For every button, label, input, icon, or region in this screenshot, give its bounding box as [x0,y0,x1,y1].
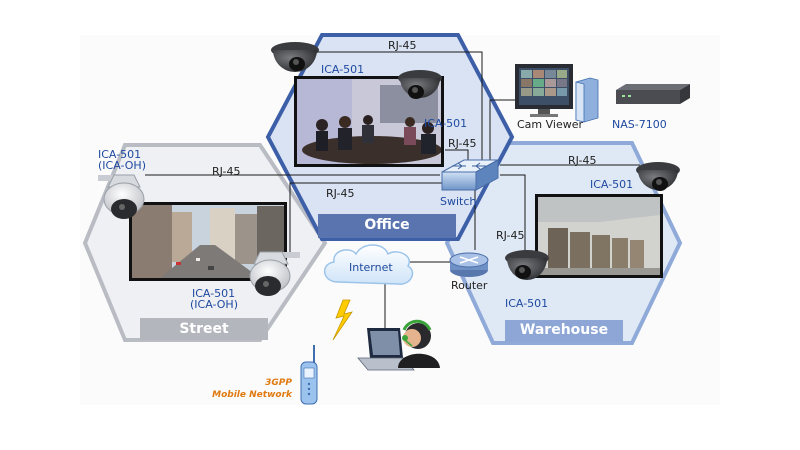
operator-icon [398,319,440,368]
camera-label-office-right: ICA-501 [424,117,468,130]
nas-device-icon [616,84,690,104]
camera-street-top [98,174,145,219]
router-label: Router [451,279,488,292]
camera-label-street-bottom-model: ICA-501 [192,287,236,300]
camera-warehouse-bottom [505,250,549,280]
cam-viewer-pc-icon [515,64,599,123]
link-label-street-mid: RJ-45 [326,187,355,200]
camera-label-office-top: ICA-501 [321,63,365,76]
internet-label: Internet [349,261,393,274]
cable-warehouse-bottom [500,174,526,258]
link-label-router: RJ-45 [496,229,525,242]
cable-office-cam-top [318,51,483,162]
link-label-top: RJ-45 [388,39,417,52]
camera-label-street-bottom-variant: (ICA-OH) [190,298,238,311]
wireless-link-icon [332,299,353,341]
router-device [449,252,489,277]
link-label-office-switch: RJ-45 [448,137,477,150]
mobile-network-label-line2: Mobile Network [212,390,292,400]
cable-office-cam-right [445,149,469,162]
cable-street-bottom [289,182,445,258]
mobile-phone-icon [300,345,318,405]
camera-label-warehouse-bottom: ICA-501 [505,297,549,310]
cam-viewer-label: Cam Viewer [517,118,584,131]
warehouse-zone-title: Warehouse [519,322,609,338]
camera-warehouse-top [636,162,680,191]
switch-label: Switch [440,195,477,208]
camera-label-warehouse-top: ICA-501 [590,178,634,191]
internet-cloud [324,244,414,285]
camera-office-top [271,42,319,72]
nas-label: NAS-7100 [612,118,667,131]
office-zone-title: Office [364,217,410,233]
link-label-street-top: RJ-45 [212,165,241,178]
camera-office-right [398,70,442,99]
camera-label-street-top-model: ICA-501 [98,148,142,161]
switch-device [441,159,499,191]
camera-street-bottom [249,251,300,296]
link-label-warehouse: RJ-45 [568,154,597,167]
camera-label-street-top-variant: (ICA-OH) [98,159,146,172]
warehouse-video-feed [535,194,663,278]
cable-cam-viewer [489,99,515,162]
street-zone-title: Street [179,321,229,337]
mobile-network-label-line1: 3GPP [265,378,292,388]
